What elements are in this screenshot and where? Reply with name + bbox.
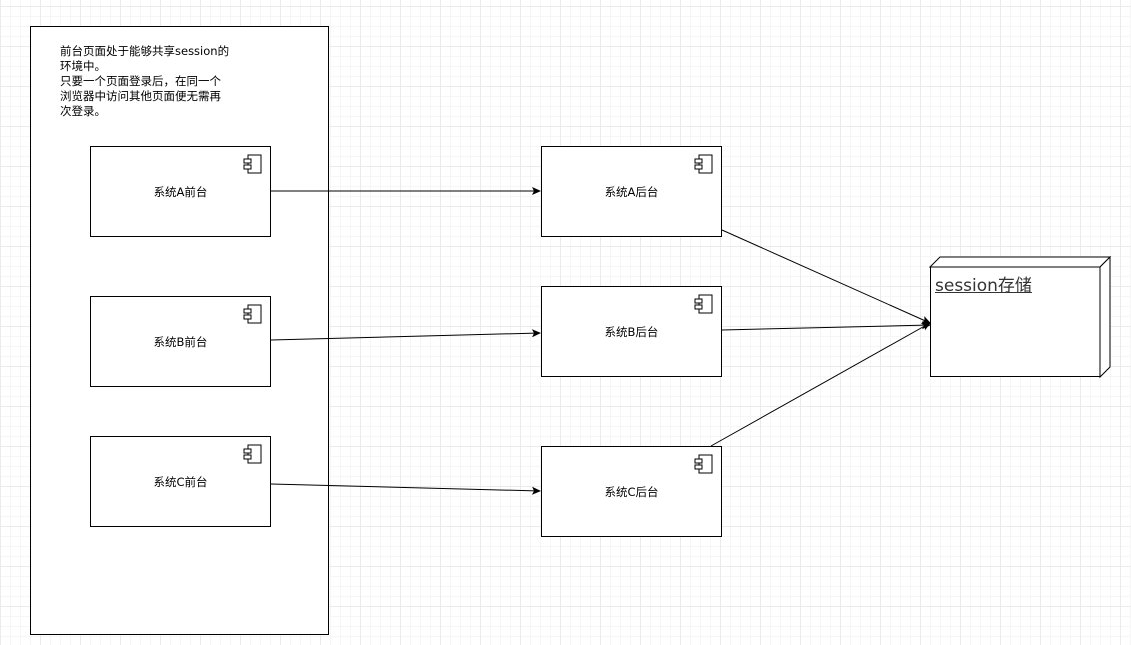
edge-backend-c-to-storage — [710, 322, 931, 447]
backend-c-component[interactable]: 系统C后台 — [541, 446, 722, 537]
session-storage-label: session存储 — [935, 276, 1032, 296]
frontend-a-label: 系统A前台 — [153, 184, 208, 199]
edge-backend-a-to-storage — [721, 229, 931, 324]
backend-b-label: 系统B后台 — [604, 324, 659, 339]
backend-a-label: 系统A后台 — [604, 184, 659, 199]
frontend-c-label: 系统C前台 — [153, 474, 208, 489]
component-icon — [243, 304, 262, 324]
frontend-a-component[interactable]: 系统A前台 — [90, 146, 271, 237]
backend-b-component[interactable]: 系统B后台 — [541, 286, 722, 377]
backend-c-label: 系统C后台 — [604, 484, 659, 499]
frontend-c-component[interactable]: 系统C前台 — [90, 436, 271, 527]
component-icon — [694, 294, 713, 314]
edge-backend-b-to-storage — [721, 321, 931, 331]
backend-a-component[interactable]: 系统A后台 — [541, 146, 722, 237]
frontend-b-component[interactable]: 系统B前台 — [90, 296, 271, 387]
component-icon — [694, 454, 713, 474]
session-storage-node[interactable] — [928, 255, 1112, 379]
component-icon — [243, 444, 262, 464]
component-icon — [243, 154, 262, 174]
component-icon — [694, 154, 713, 174]
frontend-b-label: 系统B前台 — [153, 334, 208, 349]
note-text: 前台页面处于能够共享session的 环境中。 只要一个页面登录后，在同一个 浏… — [60, 44, 230, 118]
